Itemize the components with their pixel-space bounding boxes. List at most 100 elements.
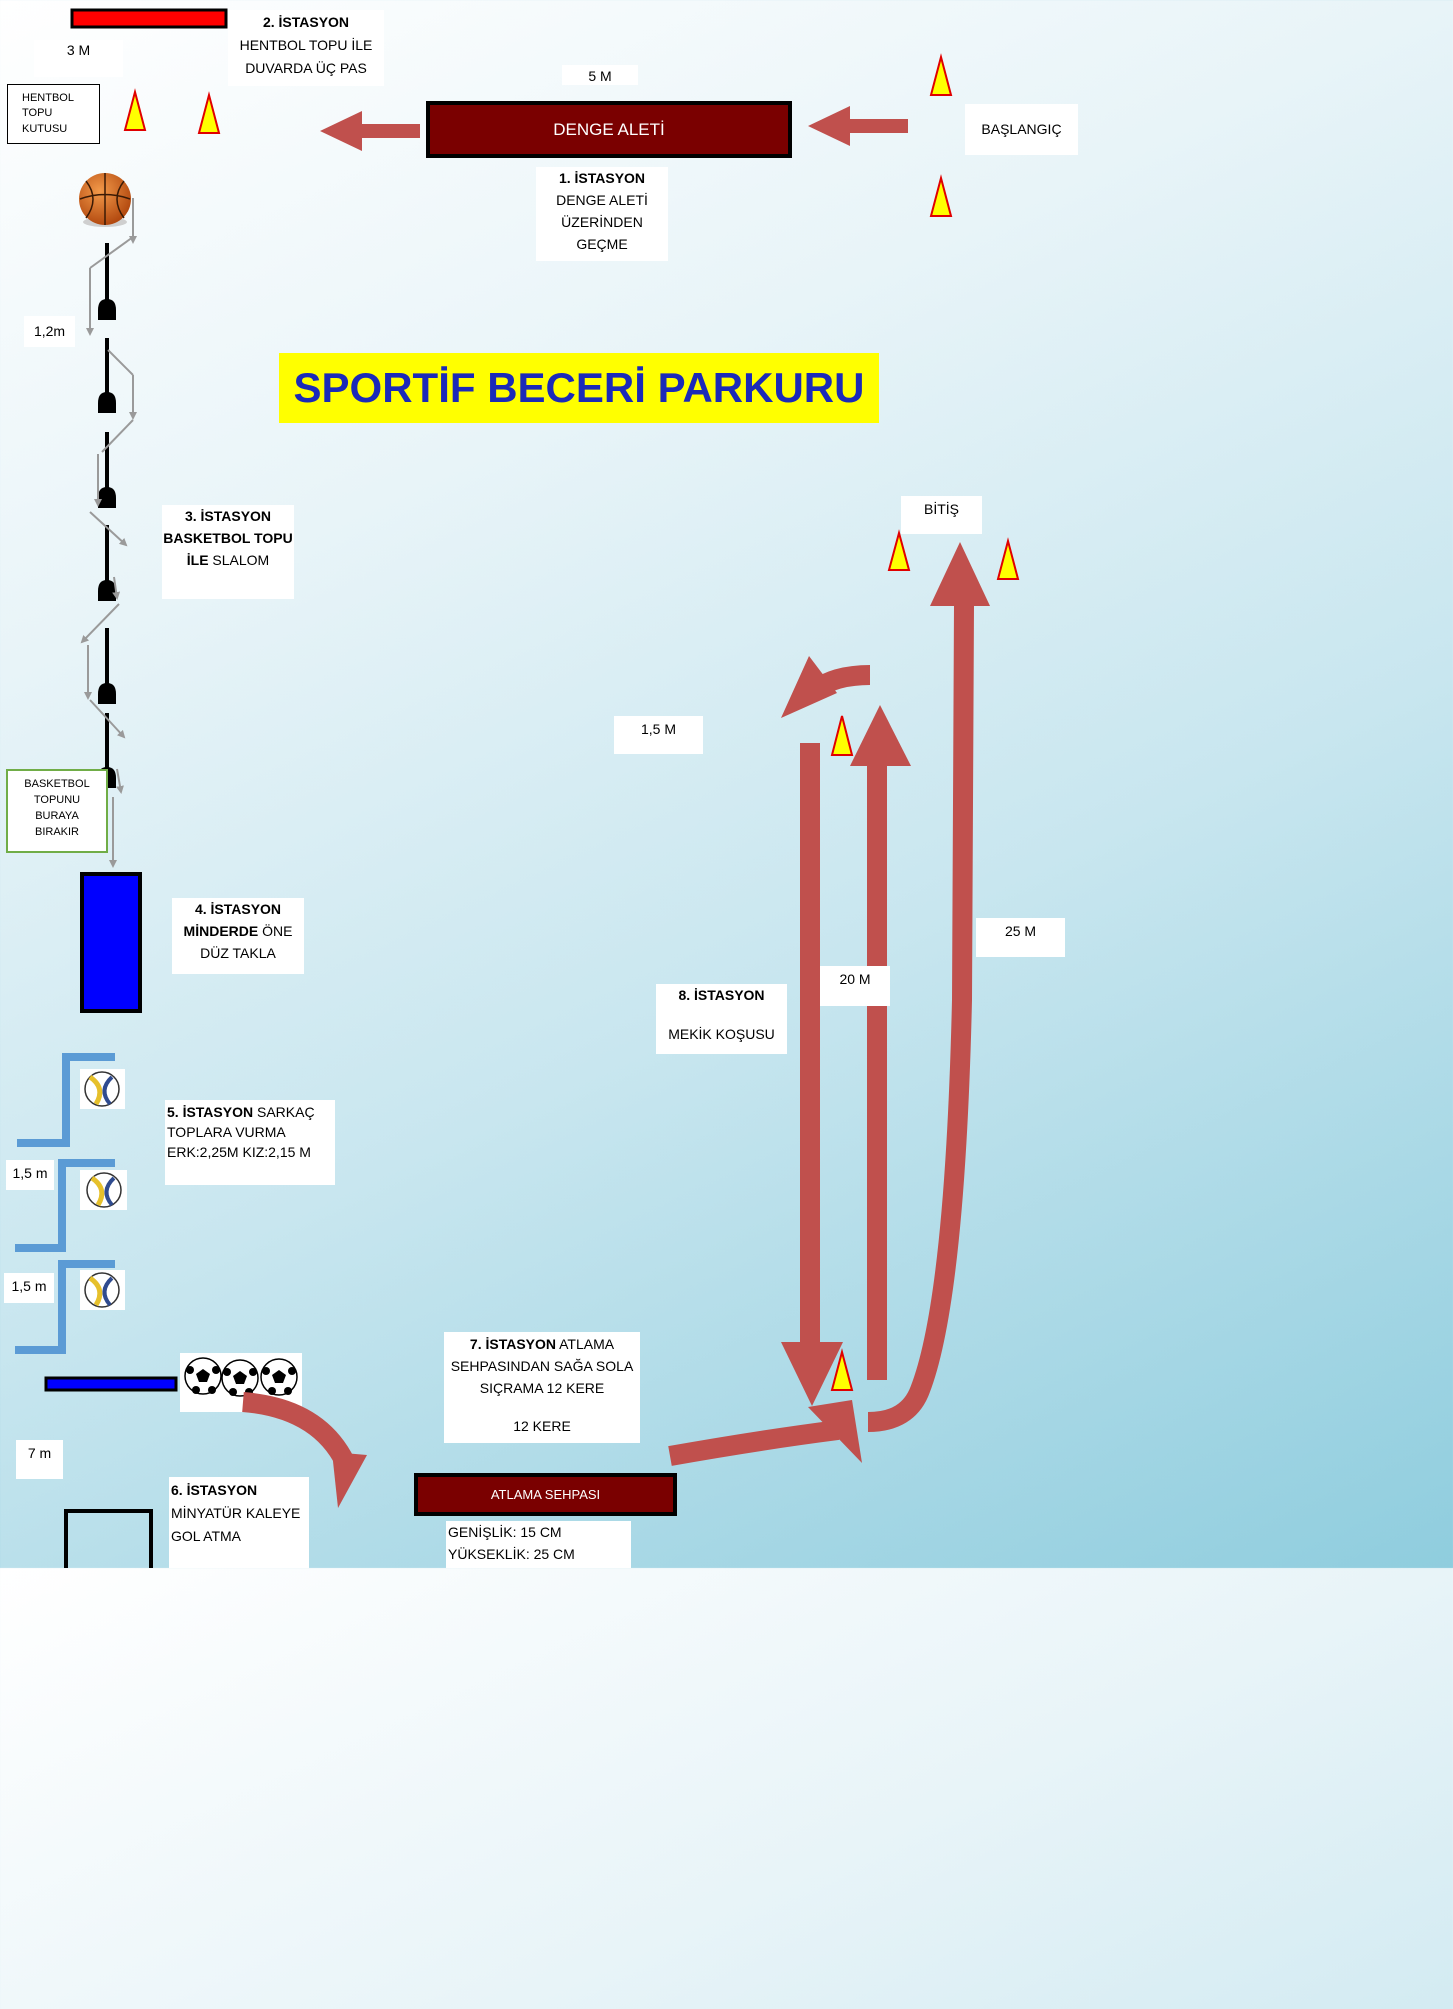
station-3-bold: İLE <box>186 552 209 568</box>
basketball-icon <box>79 173 131 227</box>
station-3: 3. İSTASYON BASKETBOL TOPU İLE SLALOM <box>162 505 294 599</box>
distance-25m-text: 25 M <box>1004 923 1037 939</box>
basketball-drop-line: BIRAKIR <box>34 825 79 838</box>
distance-20m: 20 M <box>820 966 890 1006</box>
station-1-line: GEÇME <box>576 236 628 252</box>
station-1-head: 1. İSTASYON <box>558 170 646 186</box>
station-4-line: DÜZ TAKLA <box>200 945 276 961</box>
station-5-line: TOPLARA VURMA <box>167 1124 286 1140</box>
cone-icon <box>887 529 911 571</box>
distance-1-5m-b: 1,5 m <box>4 1273 54 1303</box>
distance-1-2m-text: 1,2m <box>33 323 66 339</box>
volleyball-icon <box>80 1270 125 1310</box>
station-7-line: SEHPASINDAN SAĞA SOLA <box>450 1358 634 1374</box>
top-arrows <box>320 106 908 151</box>
slalom-pole-icon <box>98 243 116 320</box>
course-diagram <box>15 8 1020 1568</box>
station-5-head: 5. İSTASYON <box>167 1104 254 1120</box>
station-1: 1. İSTASYON DENGE ALETİ ÜZERİNDEN GEÇME <box>536 167 668 261</box>
distance-5m-text: 5 M <box>588 68 612 84</box>
distance-20m-text: 20 M <box>839 971 871 987</box>
soccer-ball-icon <box>184 1357 222 1395</box>
station-8-line: MEKİK KOŞUSU <box>668 1026 775 1042</box>
volleyball-icons <box>80 1069 127 1310</box>
finish-label: BİTİŞ <box>901 496 982 534</box>
station-3-bold: BASKETBOL TOPU <box>163 530 293 546</box>
distance-1-5m-a: 1,5 m <box>6 1160 54 1190</box>
volleyball-icon <box>80 1170 127 1210</box>
course-arrows <box>242 604 974 1467</box>
distance-1-5m-b-text: 1,5 m <box>11 1278 47 1294</box>
station-6-head: 6. İSTASYON <box>171 1482 258 1498</box>
handball-box: HENTBOL TOPU KUTUSU <box>7 84 100 144</box>
course-arrowheads <box>332 542 990 1508</box>
station-5: 5. İSTASYON SARKAÇ TOPLARA VURMA ERK:2,2… <box>165 1100 335 1185</box>
distance-3m: 3 M <box>34 40 123 77</box>
station-4-rest: ÖNE <box>258 923 293 939</box>
slalom-pole-icon <box>98 432 116 508</box>
soccer-ball-icon <box>221 1359 259 1397</box>
distance-5m: 5 M <box>562 65 638 85</box>
station-2-line: HENTBOL TOPU İLE <box>239 37 373 53</box>
slalom-path <box>80 198 137 868</box>
basketball-drop-line: BASKETBOL <box>24 778 90 790</box>
jump-bench-dimensions: GENİŞLİK: 15 CM YÜKSEKLİK: 25 CM <box>446 1521 631 1568</box>
start-label: BAŞLANGIÇ <box>965 104 1078 155</box>
jump-height: YÜKSEKLİK: 25 CM <box>448 1546 575 1562</box>
distance-1-5m-a-text: 1,5 m <box>12 1165 48 1181</box>
distance-1-5M-text: 1,5 M <box>640 721 676 737</box>
station-4-bold: MİNDERDE <box>183 923 259 939</box>
station-6-line: MİNYATÜR KALEYE <box>171 1505 301 1521</box>
distance-3m-text: 3 M <box>66 42 91 58</box>
distance-1-2m: 1,2m <box>24 316 75 347</box>
page-title: SPORTİF BECERİ PARKURU <box>279 353 879 423</box>
station-3-head: 3. İSTASYON <box>184 508 272 524</box>
basketball-drop-line: BURAYA <box>35 809 79 822</box>
station-3-rest: SLALOM <box>208 552 270 568</box>
wall-strip <box>70 8 228 29</box>
handball-box-line: TOPU <box>22 107 53 120</box>
station-8: 8. İSTASYON MEKİK KOŞUSU <box>656 984 787 1054</box>
start-text: BAŞLANGIÇ <box>981 121 1062 137</box>
station-8-head: 8. İSTASYON <box>678 987 765 1003</box>
station-7-rest: ATLAMA <box>556 1336 615 1352</box>
distance-25m: 25 M <box>976 918 1065 957</box>
jump-bench-label: ATLAMA SEHPASI <box>490 1487 601 1502</box>
station-1-line: DENGE ALETİ <box>556 192 648 208</box>
slalom-pole-icon <box>98 525 116 601</box>
mat <box>80 872 142 1013</box>
cone-icon <box>123 88 147 131</box>
jump-width: GENİŞLİK: 15 CM <box>448 1524 562 1540</box>
balance-beam-label: DENGE ALETİ <box>553 120 665 139</box>
cone-icon <box>996 537 1020 580</box>
basketball-drop-line: TOPUNU <box>33 793 81 806</box>
station-1-line: ÜZERİNDEN <box>561 214 643 230</box>
volleyball-icon <box>80 1069 125 1109</box>
cone-icons <box>123 53 1020 1391</box>
jump-bench: ATLAMA SEHPASI <box>414 1473 677 1516</box>
station-2-line: DUVARDA ÜÇ PAS <box>245 60 367 76</box>
distance-7m-text: 7 m <box>27 1445 52 1461</box>
handball-box-line: HENTBOL <box>22 92 74 104</box>
handball-box-line: KUTUSU <box>22 122 68 135</box>
shooting-line <box>44 1376 178 1392</box>
station-5-rest: SARKAÇ <box>253 1104 315 1120</box>
station-5-line: ERK:2,25M KIZ:2,15 M <box>167 1144 311 1160</box>
station-6-line: GOL ATMA <box>171 1528 242 1544</box>
mini-goal <box>64 1509 153 1568</box>
station-7-line: SIÇRAMA 12 KERE <box>479 1380 605 1396</box>
distance-1-5M: 1,5 M <box>614 716 703 754</box>
soccer-ball-icon <box>260 1358 298 1396</box>
cone-icon <box>830 1348 854 1391</box>
cone-icon <box>197 91 221 134</box>
finish-text: BİTİŞ <box>923 501 959 517</box>
station-2: 2. İSTASYON HENTBOL TOPU İLE DUVARDA ÜÇ … <box>228 10 384 86</box>
station-7-head: 7. İSTASYON <box>469 1336 556 1352</box>
station-6: 6. İSTASYON MİNYATÜR KALEYE GOL ATMA <box>169 1477 309 1568</box>
station-4-head: 4. İSTASYON <box>194 901 282 917</box>
slalom-pole-icon <box>98 338 116 413</box>
station-7-line: 12 KERE <box>513 1418 571 1434</box>
slalom-poles <box>98 243 116 788</box>
station-4: 4. İSTASYON MİNDERDE ÖNE DÜZ TAKLA <box>172 898 304 974</box>
pendulum-frames <box>15 1053 115 1354</box>
